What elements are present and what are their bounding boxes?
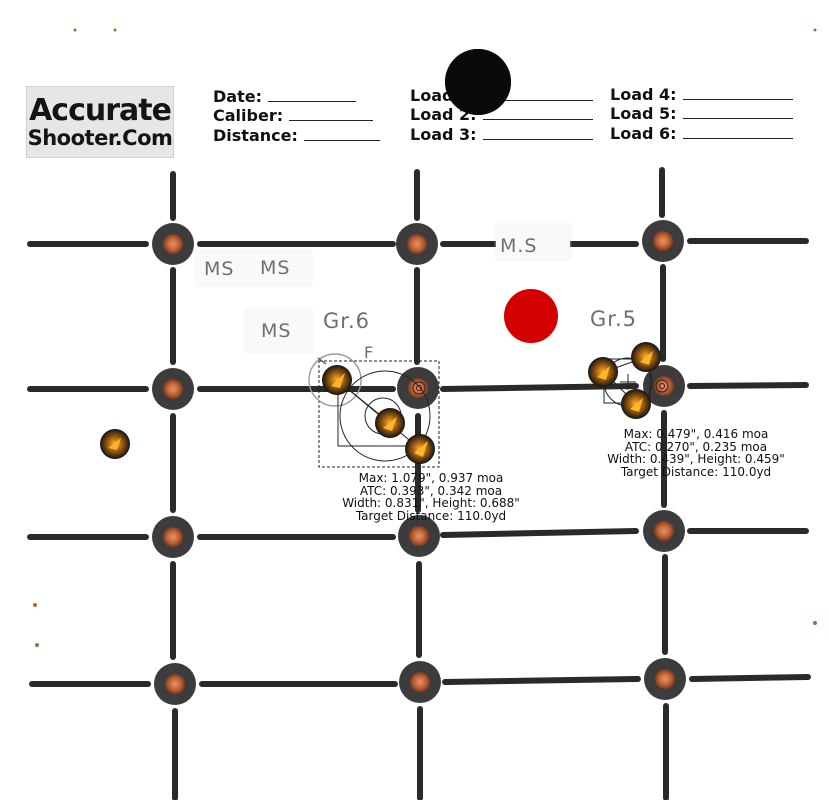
aiming-dot	[642, 220, 684, 262]
left-distance-stat: Target Distance: 110.0yd	[355, 508, 507, 523]
bullet-hole	[322, 365, 352, 395]
load-2-field: Load 2:	[410, 105, 593, 124]
note-ms-b: MS	[260, 257, 291, 279]
distance-field: Distance:	[213, 126, 380, 145]
left-group	[308, 353, 440, 468]
left-group-bounding-box	[318, 360, 440, 468]
left-group-circle-large	[339, 370, 431, 462]
aiming-dot	[152, 368, 194, 410]
caliber-field: Caliber:	[213, 106, 374, 125]
note-group-6: Gr.6	[323, 309, 371, 333]
right-size-stat: Width: 0.439", Height: 0.459"	[607, 452, 785, 466]
bullet-hole	[631, 342, 661, 372]
load-6-label: Load 6:	[610, 124, 677, 143]
right-atc-stat: ATC: 0.270", 0.235 moa	[624, 439, 768, 454]
load-3-label: Load 3:	[410, 125, 477, 144]
load-3-field: Load 3:	[410, 125, 593, 144]
aiming-dot	[398, 515, 440, 557]
load-6-field: Load 6:	[610, 124, 793, 143]
aiming-dot	[396, 223, 438, 265]
aiming-dot	[399, 661, 441, 703]
bullet-hole	[405, 434, 435, 464]
left-group-stats: Max: 1.079", 0.937 moa ATC: 0.393", 0.34…	[331, 472, 531, 522]
logo-line-1: Accurate	[29, 92, 172, 128]
left-max-stat: Max: 1.079", 0.937 moa	[358, 471, 504, 485]
note-ms-d: MS	[261, 320, 292, 342]
grid-line	[689, 674, 811, 682]
shot-marker	[412, 381, 426, 395]
bullet-hole	[621, 389, 651, 419]
left-group-circle-gray	[308, 353, 362, 407]
logo-line-2: Shooter.Com	[27, 125, 173, 150]
aiming-dot	[643, 510, 685, 552]
load-5-label: Load 5:	[610, 104, 677, 123]
aiming-dot	[644, 658, 686, 700]
load-4-label: Load 4:	[610, 85, 677, 104]
note-ms-a: MS	[204, 258, 235, 280]
left-size-stat: Width: 0.831", Height: 0.688"	[342, 496, 520, 510]
grid-line	[440, 383, 639, 392]
bullet-hole	[588, 357, 618, 387]
left-atc-stat: ATC: 0.393", 0.342 moa	[359, 483, 503, 498]
horizontal-lines	[27, 238, 811, 687]
aiming-dot	[152, 223, 194, 265]
note-group-5: Gr.5	[590, 307, 638, 331]
date-label: Date:	[213, 87, 262, 106]
shot-marker	[655, 379, 669, 393]
note-f-mark: F	[364, 343, 375, 362]
grid-line	[442, 676, 641, 685]
right-group	[588, 342, 669, 419]
bullet-hole	[100, 429, 130, 459]
accurateshooter-logo: Accurate Shooter.Com	[26, 86, 174, 158]
black-sticker-overlay	[445, 49, 511, 115]
right-group-stats: Max: 0.479", 0.416 moa ATC: 0.270", 0.23…	[596, 428, 796, 478]
aiming-dot	[154, 663, 196, 705]
grid-line	[687, 382, 809, 389]
aiming-dot	[152, 516, 194, 558]
note-patch	[496, 224, 570, 260]
grid-line	[440, 528, 639, 538]
load-5-field: Load 5:	[610, 104, 793, 123]
aiming-dot	[397, 367, 439, 409]
date-field: Date:	[213, 87, 356, 106]
caliber-label: Caliber:	[213, 106, 284, 125]
bullet-hole	[375, 408, 405, 438]
specks	[33, 28, 817, 647]
vertical-lines	[170, 167, 669, 800]
right-distance-stat: Target Distance: 110.0yd	[620, 464, 772, 479]
right-max-stat: Max: 0.479", 0.416 moa	[623, 427, 769, 441]
distance-label: Distance:	[213, 126, 298, 145]
note-patch	[196, 250, 312, 286]
note-ms-c: M.S	[500, 235, 538, 257]
note-patch	[246, 309, 312, 353]
load-4-field: Load 4:	[610, 85, 793, 104]
red-aiming-dot	[504, 289, 558, 343]
